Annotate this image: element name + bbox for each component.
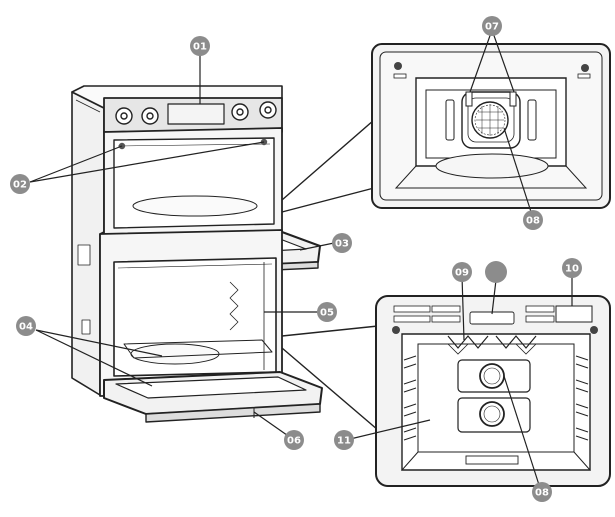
- svg-text:06: 06: [287, 436, 301, 447]
- svg-text:01: 01: [193, 42, 207, 53]
- callout-08-upper: 08: [523, 210, 543, 230]
- knob-icon: [115, 101, 277, 125]
- svg-text:10: 10: [565, 264, 579, 275]
- callout-09: 09: [452, 262, 472, 282]
- callout-01: 01: [190, 36, 210, 56]
- upper-cavity-detail: [281, 43, 611, 213]
- svg-text:08: 08: [526, 216, 540, 227]
- callout-05: 05: [317, 302, 337, 322]
- callout-unlabeled: [485, 261, 507, 283]
- callout-06: 06: [284, 430, 304, 450]
- svg-text:08: 08: [535, 488, 549, 499]
- lower-cavity-detail: [281, 295, 611, 487]
- fan-icon: [471, 101, 509, 139]
- svg-text:09: 09: [455, 268, 469, 279]
- callout-08-lower: 08: [532, 482, 552, 502]
- callout-02: 02: [10, 174, 30, 194]
- rack-icon: [403, 355, 589, 441]
- svg-text:05: 05: [320, 308, 334, 319]
- callout-03: 03: [332, 233, 352, 253]
- svg-text:04: 04: [19, 322, 33, 333]
- display-panel: [167, 103, 225, 125]
- callout-07: 07: [482, 16, 502, 36]
- svg-text:07: 07: [485, 22, 499, 33]
- svg-text:11: 11: [337, 436, 351, 447]
- svg-text:03: 03: [335, 239, 349, 250]
- svg-text:02: 02: [13, 180, 27, 191]
- callout-10: 10: [562, 258, 582, 278]
- double-wall-oven: [71, 85, 323, 423]
- callout-04: 04: [16, 316, 36, 336]
- callout-11: 11: [334, 430, 354, 450]
- control-panel: [103, 97, 283, 133]
- leader-lines: [29, 29, 573, 489]
